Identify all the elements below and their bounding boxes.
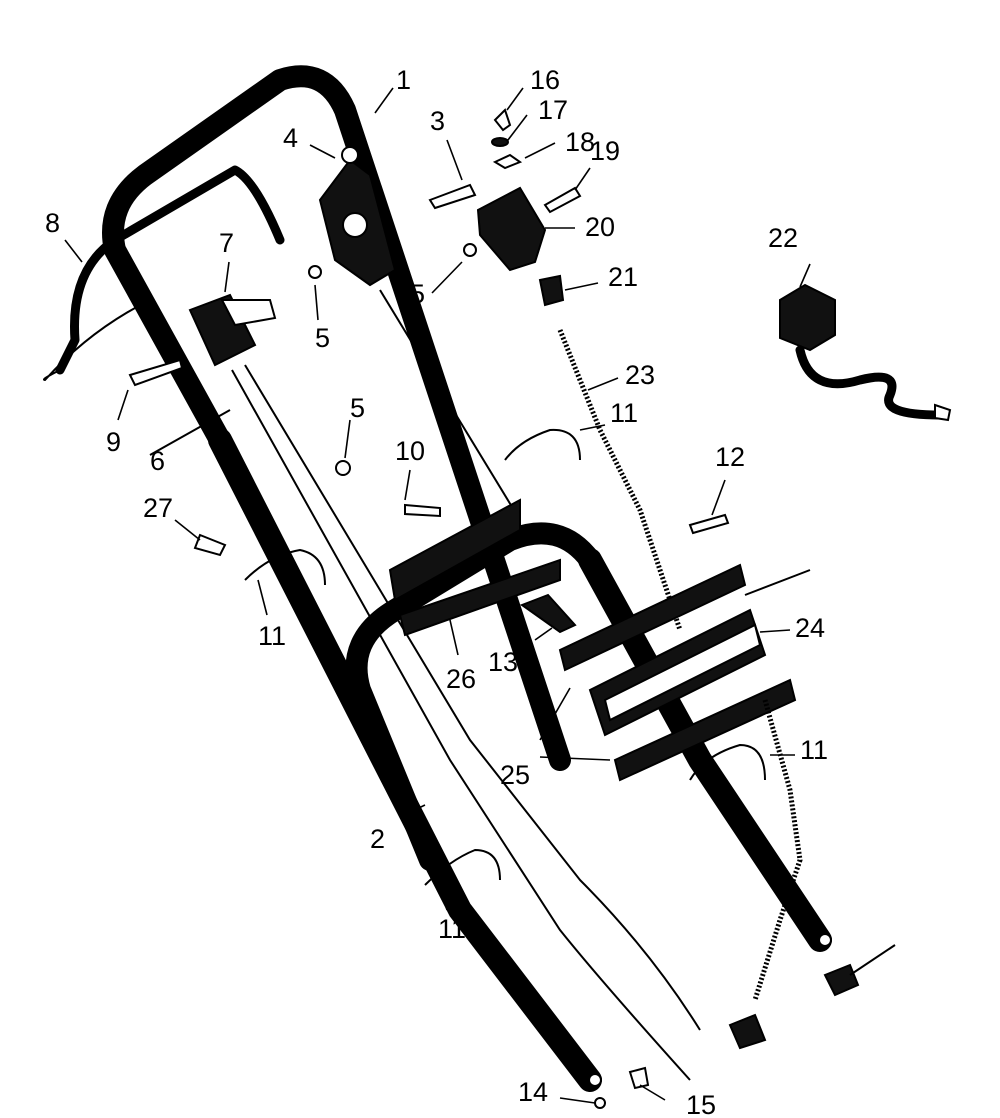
switch-housing <box>476 108 582 307</box>
callout-24: 24 <box>795 613 825 643</box>
callout-1: 1 <box>396 65 411 95</box>
callout-11-lower: 11 <box>438 914 466 944</box>
lower-handle-bolt-hole-left <box>588 1073 602 1087</box>
control-cables <box>231 289 701 1081</box>
callout-22: 22 <box>768 223 798 253</box>
callout-7: 7 <box>219 228 234 258</box>
callout-11-left: 11 <box>258 621 286 651</box>
callout-19: 19 <box>590 136 620 166</box>
callout-12: 12 <box>715 442 745 472</box>
callout-5-engine: 5 <box>315 323 330 353</box>
callout-17: 17 <box>538 95 568 125</box>
callout-18: 18 <box>565 127 595 157</box>
leader-lines <box>64 87 811 1104</box>
upper-handle <box>102 65 571 771</box>
callout-9: 9 <box>106 427 121 457</box>
callout-13: 13 <box>488 647 518 677</box>
callout-2: 2 <box>370 824 385 854</box>
callout-6: 6 <box>150 446 165 476</box>
lower-handle-bolt-hole-right <box>818 933 832 947</box>
battery-charger <box>779 283 952 422</box>
callout-27: 27 <box>143 493 173 523</box>
callout-23: 23 <box>625 360 655 390</box>
cord-guide <box>388 498 577 637</box>
callout-3: 3 <box>430 106 445 136</box>
power-cord <box>557 329 683 631</box>
cable-clips <box>244 428 766 886</box>
callout-4: 4 <box>283 123 298 153</box>
callout-15: 15 <box>686 1090 716 1118</box>
engine-control <box>318 146 397 287</box>
callout-10: 10 <box>395 436 425 466</box>
callout-25: 25 <box>500 760 530 790</box>
callout-5-lower: 5 <box>350 393 365 423</box>
callout-20: 20 <box>585 212 615 242</box>
callout-16: 16 <box>530 65 560 95</box>
battery-assembly <box>558 563 896 1050</box>
switch-box <box>149 293 277 456</box>
callout-labels: 1 2 3 4 5 5 5 6 7 8 9 10 11 11 11 11 12 … <box>45 65 828 1118</box>
callout-11-right: 11 <box>800 735 828 765</box>
callout-11-upper: 11 <box>610 398 638 428</box>
callout-8: 8 <box>45 208 60 238</box>
callout-26: 26 <box>446 664 476 694</box>
callout-14: 14 <box>518 1077 548 1107</box>
hardware-fasteners <box>128 183 730 1109</box>
callout-21: 21 <box>608 262 638 292</box>
callout-5-handle: 5 <box>410 279 425 309</box>
operator-bail <box>43 165 285 382</box>
